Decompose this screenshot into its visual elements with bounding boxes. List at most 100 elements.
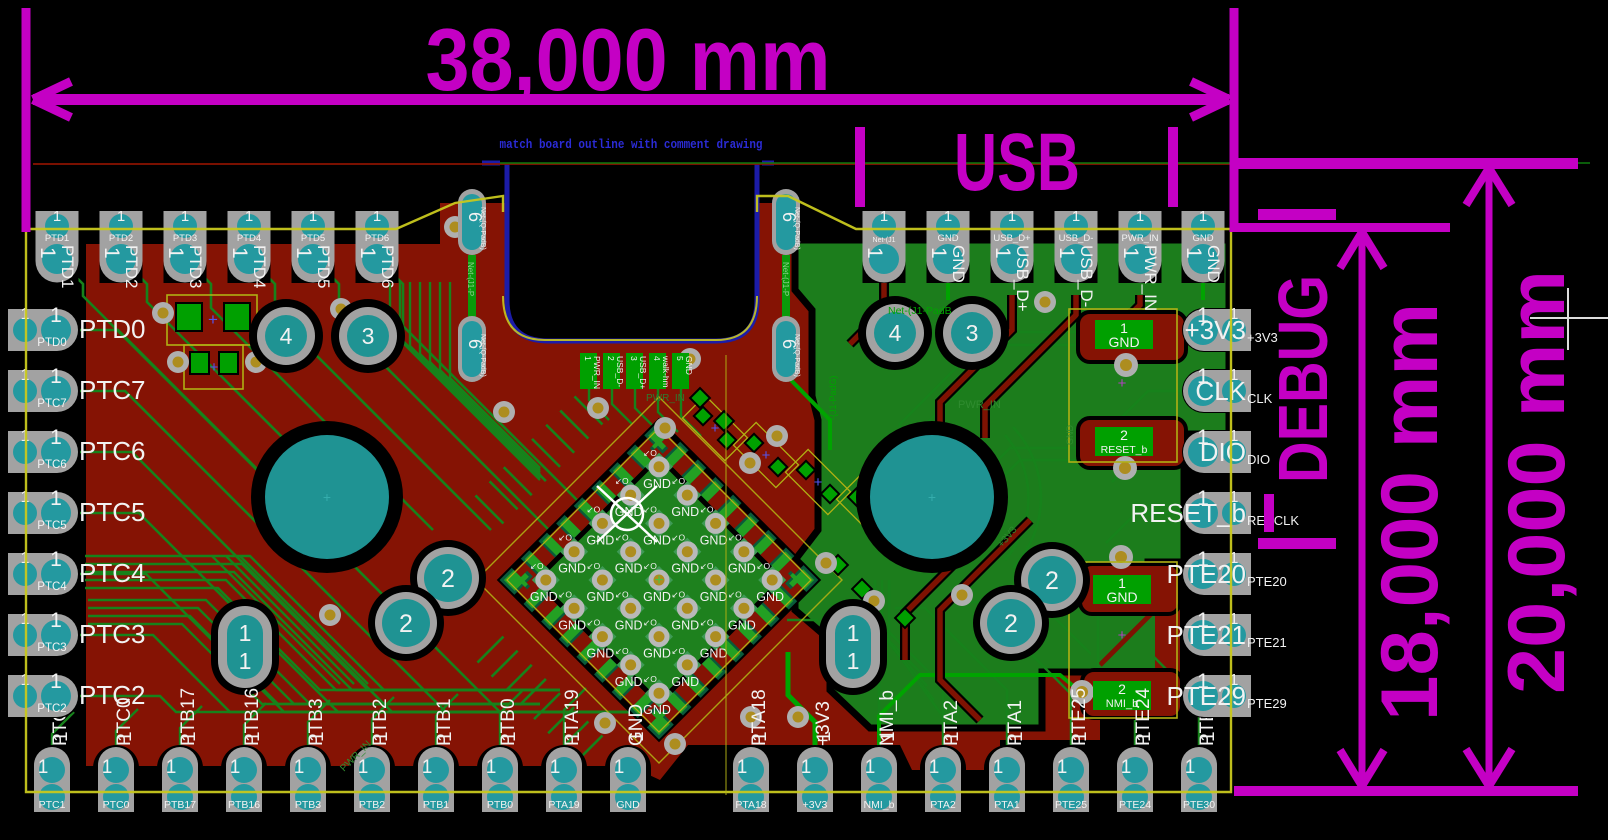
svg-text:↙O: ↙O xyxy=(615,646,629,656)
svg-text:Net-(J1: Net-(J1 xyxy=(873,237,896,244)
svg-text:PTE29: PTE29 xyxy=(1247,696,1287,711)
svg-text:PTB1: PTB1 xyxy=(423,799,449,811)
svg-text:1: 1 xyxy=(1118,575,1126,591)
svg-text:match board outline with comme: match board outline with comment drawing xyxy=(500,137,763,152)
svg-text:PTC7: PTC7 xyxy=(79,375,145,405)
svg-text:↙O: ↙O xyxy=(643,674,657,684)
svg-text:Net-(J1-P: Net-(J1-P xyxy=(781,262,790,296)
svg-text:1: 1 xyxy=(1197,304,1209,327)
svg-text:↙O: ↙O xyxy=(728,533,742,543)
svg-text:PTD5: PTD5 xyxy=(314,245,333,288)
svg-text:2: 2 xyxy=(1120,427,1128,443)
svg-text:GND: GND xyxy=(626,704,647,746)
svg-text:PTB17: PTB17 xyxy=(164,799,196,811)
svg-text:1: 1 xyxy=(1197,487,1209,510)
svg-text:1: 1 xyxy=(373,208,381,225)
svg-text:4: 4 xyxy=(280,323,293,349)
svg-text:PTE29: PTE29 xyxy=(1167,681,1247,711)
svg-text:USB_D-: USB_D- xyxy=(1077,245,1096,307)
svg-text:6: 6 xyxy=(465,212,485,222)
svg-text:1: 1 xyxy=(1198,731,1219,742)
svg-text:+3V3: +3V3 xyxy=(813,701,834,746)
svg-text:1: 1 xyxy=(243,731,264,742)
svg-text:1: 1 xyxy=(356,247,379,259)
svg-text:1: 1 xyxy=(1057,757,1068,778)
svg-text:PTC3: PTC3 xyxy=(37,642,66,654)
svg-text:USB_D-: USB_D- xyxy=(615,356,625,387)
svg-text:1: 1 xyxy=(737,757,748,778)
svg-text:PWR_IN: PWR_IN xyxy=(646,393,685,404)
svg-text:PTB0: PTB0 xyxy=(498,698,519,746)
svg-text:1: 1 xyxy=(880,208,888,225)
svg-text:GND: GND xyxy=(643,477,671,491)
svg-text:GND: GND xyxy=(615,618,643,632)
svg-text:RESET_b: RESET_b xyxy=(1130,498,1246,528)
svg-text:GND: GND xyxy=(671,505,699,519)
svg-text:1: 1 xyxy=(292,247,315,259)
svg-text:1: 1 xyxy=(50,487,62,510)
svg-text:GND: GND xyxy=(1192,233,1213,244)
svg-text:PTB16: PTB16 xyxy=(242,688,263,746)
svg-text:↙O: ↙O xyxy=(558,533,572,543)
svg-text:↙O: ↙O xyxy=(756,561,770,571)
svg-text:2: 2 xyxy=(441,565,455,593)
svg-text:PTB2: PTB2 xyxy=(359,799,385,811)
svg-text:↙O: ↙O xyxy=(728,589,742,599)
svg-text:1: 1 xyxy=(50,304,62,327)
svg-text:1: 1 xyxy=(371,731,392,742)
svg-text:1: 1 xyxy=(51,731,72,742)
svg-text:PTE25: PTE25 xyxy=(1069,688,1090,746)
svg-text:PTE21: PTE21 xyxy=(1247,635,1287,650)
svg-text:GND: GND xyxy=(1065,425,1075,446)
svg-text:PTA19: PTA19 xyxy=(548,799,579,811)
svg-text:GND: GND xyxy=(587,647,615,661)
svg-text:PTD0: PTD0 xyxy=(79,314,145,344)
svg-text:PTC1: PTC1 xyxy=(39,799,66,811)
svg-text:-(J1-PadG): -(J1-PadG) xyxy=(828,375,838,420)
svg-text:PTE25: PTE25 xyxy=(1055,799,1087,811)
svg-text:+3V3: +3V3 xyxy=(1247,330,1278,345)
svg-text:1: 1 xyxy=(179,731,200,742)
svg-text:1: 1 xyxy=(1070,731,1091,742)
svg-text:+: + xyxy=(711,420,720,437)
svg-text:↙O: ↙O xyxy=(587,618,601,628)
svg-text:1: 1 xyxy=(1230,428,1239,445)
svg-text:PTA2: PTA2 xyxy=(941,700,962,746)
svg-text:1: 1 xyxy=(36,247,59,259)
svg-text:PTD4: PTD4 xyxy=(250,245,269,288)
svg-text:1: 1 xyxy=(309,208,317,225)
svg-text:GND: GND xyxy=(684,356,694,375)
svg-text:GND: GND xyxy=(530,590,558,604)
svg-text:DIO: DIO xyxy=(1247,452,1270,467)
svg-text:1: 1 xyxy=(929,757,940,778)
svg-text:1: 1 xyxy=(1230,550,1239,567)
svg-text:1: 1 xyxy=(435,731,456,742)
svg-text:6: 6 xyxy=(779,339,799,349)
svg-text:↙O: ↙O xyxy=(615,476,629,486)
svg-text:1: 1 xyxy=(1230,367,1239,384)
svg-text:1: 1 xyxy=(614,757,625,778)
svg-text:1: 1 xyxy=(1230,306,1239,323)
svg-text:1: 1 xyxy=(1134,731,1155,742)
svg-text:PTE20: PTE20 xyxy=(1167,559,1247,589)
svg-text:↙O: ↙O xyxy=(643,561,657,571)
svg-text:PTC6: PTC6 xyxy=(79,436,145,466)
svg-text:GND: GND xyxy=(616,799,640,811)
svg-text:1: 1 xyxy=(164,247,187,259)
svg-text:GND: GND xyxy=(558,562,586,576)
svg-text:+3V3: +3V3 xyxy=(803,799,828,811)
svg-text:PTD2: PTD2 xyxy=(122,245,141,288)
svg-text:+: + xyxy=(210,359,219,376)
svg-text:1: 1 xyxy=(1121,757,1132,778)
svg-text:1: 1 xyxy=(1230,611,1239,628)
svg-text:NMI_b: NMI_b xyxy=(864,799,895,811)
svg-text:↙O: ↙O xyxy=(643,618,657,628)
svg-text:+: + xyxy=(1118,627,1127,644)
svg-text:1: 1 xyxy=(1119,247,1142,259)
svg-text:1: 1 xyxy=(50,548,62,571)
svg-text:+: + xyxy=(762,447,771,464)
svg-text:1: 1 xyxy=(1136,208,1144,225)
svg-text:PTC0: PTC0 xyxy=(103,799,130,811)
svg-text:3: 3 xyxy=(362,323,375,349)
svg-text:GND: GND xyxy=(643,590,671,604)
